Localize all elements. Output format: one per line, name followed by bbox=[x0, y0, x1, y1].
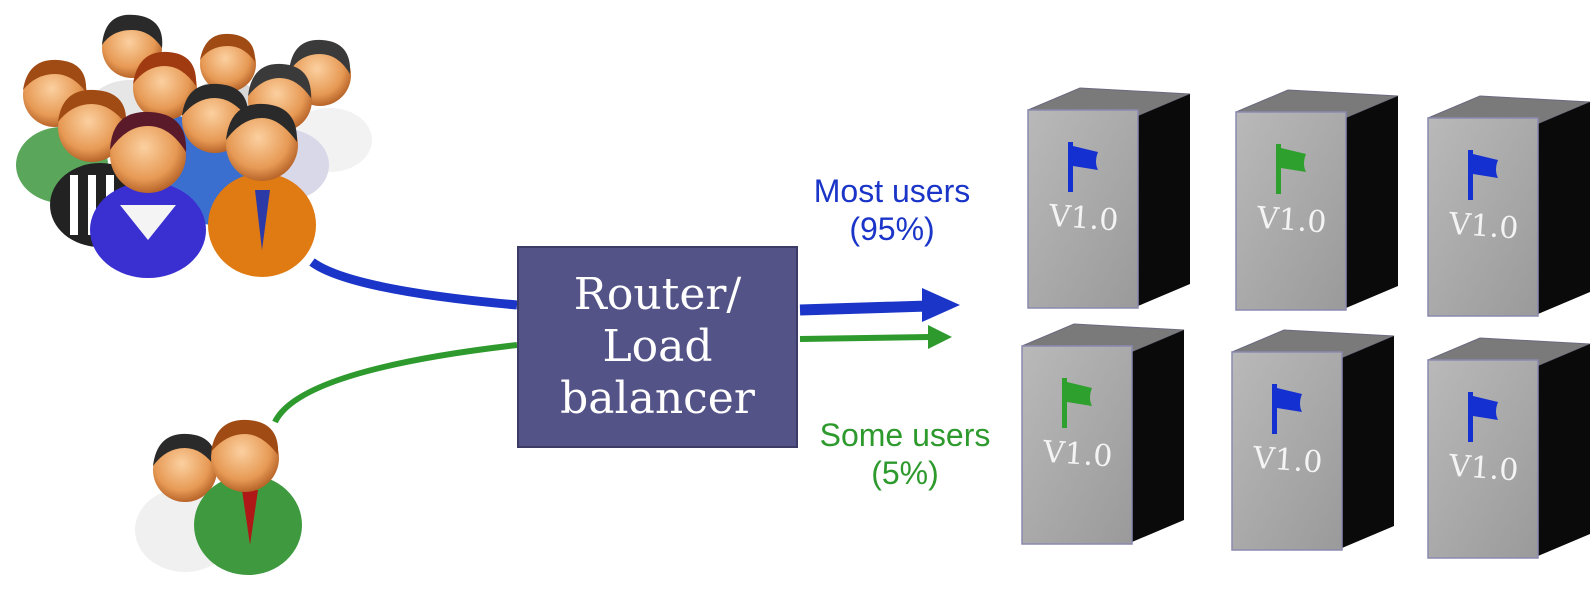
flag-icon bbox=[1276, 144, 1306, 194]
most-users-label: Most users (95%) bbox=[813, 173, 971, 247]
server-version-label: V1.0 bbox=[1447, 207, 1520, 247]
some-users-arrowhead bbox=[928, 325, 952, 349]
most-users-output-arrow bbox=[799, 300, 929, 316]
server-cabinet-icon: V1.0 bbox=[1427, 337, 1591, 559]
server-cabinet-icon: V1.0 bbox=[1235, 89, 1399, 311]
user-pair-small-icon bbox=[135, 419, 302, 575]
server-version-label: V1.0 bbox=[1041, 435, 1114, 475]
server-version-label: V1.0 bbox=[1251, 441, 1324, 481]
server-cabinet-icon: V1.0 bbox=[1027, 87, 1191, 309]
flag-icon bbox=[1468, 392, 1498, 442]
flag-icon bbox=[1062, 378, 1092, 428]
router-label: Router/ Load balancer bbox=[560, 269, 755, 424]
server-version-label: V1.0 bbox=[1047, 199, 1120, 239]
most-users-arrowhead bbox=[922, 288, 960, 322]
server-version-label: V1.0 bbox=[1255, 201, 1328, 241]
person-icon bbox=[90, 111, 206, 278]
some-users-output-arrow bbox=[799, 334, 931, 342]
server-cabinet-icon: V1.0 bbox=[1427, 95, 1591, 317]
flag-icon bbox=[1468, 150, 1498, 200]
flag-icon bbox=[1272, 384, 1302, 434]
person-icon bbox=[208, 103, 316, 277]
some-users-input-path bbox=[272, 342, 518, 424]
user-crowd-large-icon bbox=[16, 14, 372, 278]
router-load-balancer-box: Router/ Load balancer bbox=[517, 246, 798, 448]
some-users-label: Some users (5%) bbox=[819, 417, 991, 491]
flag-icon bbox=[1068, 142, 1098, 192]
most-users-input-path bbox=[309, 258, 518, 310]
server-cabinet-icon: V1.0 bbox=[1231, 329, 1395, 551]
person-icon bbox=[194, 419, 302, 575]
server-version-label: V1.0 bbox=[1447, 449, 1520, 489]
server-cabinet-icon: V1.0 bbox=[1021, 323, 1185, 545]
